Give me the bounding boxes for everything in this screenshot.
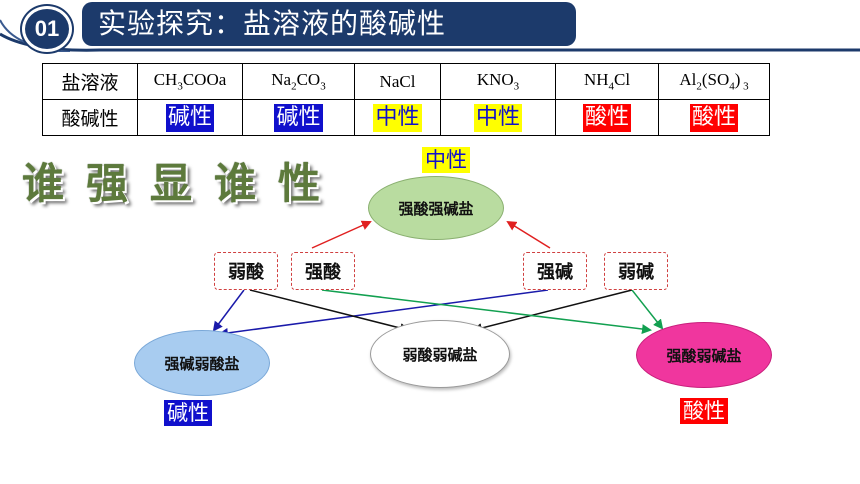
strong-base-box: 强碱 bbox=[523, 252, 587, 290]
arrow-strong-base-to-neutral-salt bbox=[506, 220, 551, 249]
basic-label: 碱性 bbox=[164, 400, 212, 426]
arrow-weak-acid-to-weak-weak-salt bbox=[249, 289, 410, 333]
row-header-salt: 盐溶液 bbox=[42, 63, 138, 100]
salt-formula: Al2(SO4) 3 bbox=[658, 63, 770, 100]
page-title: 实验探究：盐溶液的酸碱性 bbox=[82, 2, 576, 46]
weak-base-box: 弱碱 bbox=[604, 252, 668, 290]
strong-acid-strong-base-salt-node: 强酸强碱盐 bbox=[368, 176, 504, 240]
arrow-weak-base-to-acidic-salt bbox=[631, 289, 664, 330]
weak-acid-box: 弱酸 bbox=[214, 252, 278, 290]
salt-formula: KNO3 bbox=[440, 63, 556, 100]
section-number-badge: 01 bbox=[22, 6, 72, 52]
slogan-text: 谁强显谁性 bbox=[22, 159, 343, 208]
strong-acid-weak-base-salt-node: 强酸弱碱盐 bbox=[636, 322, 772, 388]
arrow-weak-acid-to-basic-salt bbox=[212, 289, 245, 332]
arrow-strong-acid-to-acidic-salt bbox=[321, 289, 652, 334]
table-row-salts: 盐溶液 CH3COOa Na2CO3 NaCl KNO3 NH4Cl Al2(S… bbox=[42, 63, 770, 100]
property-cell: 碱性 bbox=[242, 99, 355, 136]
property-cell: 酸性 bbox=[555, 99, 659, 136]
property-cell: 碱性 bbox=[137, 99, 243, 136]
acidic-label: 酸性 bbox=[680, 398, 728, 424]
strong-base-weak-acid-salt-node: 强碱弱酸盐 bbox=[134, 330, 270, 396]
property-tag: 酸性 bbox=[689, 103, 738, 132]
property-cell: 中性 bbox=[440, 99, 556, 136]
salt-formula: NaCl bbox=[354, 63, 441, 100]
property-tag: 中性 bbox=[373, 103, 422, 132]
property-cell: 酸性 bbox=[658, 99, 770, 136]
weak-acid-weak-base-salt-node: 弱酸弱碱盐 bbox=[370, 320, 510, 388]
table-row-properties: 酸碱性 碱性 碱性 中性 中性 酸性 酸性 bbox=[42, 99, 770, 136]
salt-formula: CH3COOa bbox=[137, 63, 243, 100]
arrow-weak-base-to-weak-weak-salt bbox=[472, 289, 633, 333]
neutral-label: 中性 bbox=[422, 147, 470, 173]
arrow-strong-acid-to-neutral-salt bbox=[311, 220, 372, 249]
property-tag: 碱性 bbox=[165, 103, 214, 132]
arrow-strong-base-to-basic-salt bbox=[218, 289, 549, 338]
property-tag: 中性 bbox=[473, 103, 522, 132]
salt-acidity-table: 盐溶液 CH3COOa Na2CO3 NaCl KNO3 NH4Cl Al2(S… bbox=[42, 63, 770, 136]
strong-acid-box: 强酸 bbox=[291, 252, 355, 290]
property-tag: 酸性 bbox=[582, 103, 631, 132]
property-cell: 中性 bbox=[354, 99, 441, 136]
row-header-acidity: 酸碱性 bbox=[42, 99, 138, 136]
property-tag: 碱性 bbox=[274, 103, 323, 132]
